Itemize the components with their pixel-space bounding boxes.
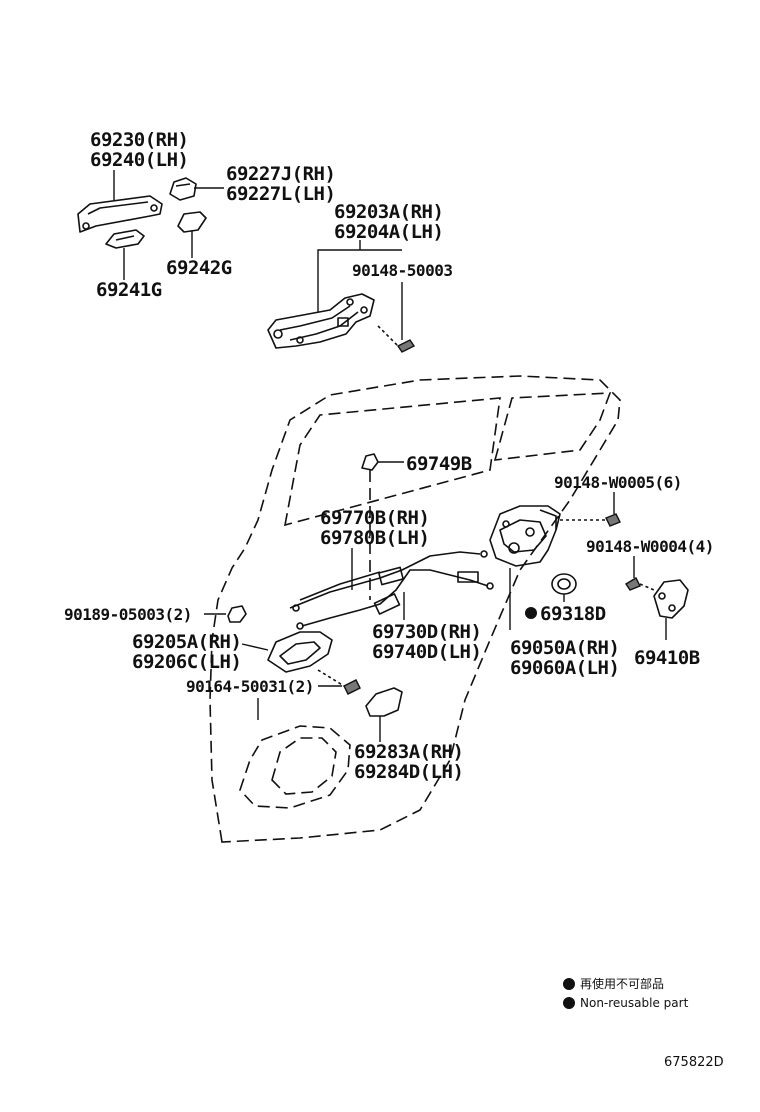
outside-door-handle	[77, 195, 163, 233]
screw-90148-50003	[377, 325, 416, 353]
handle-frame	[267, 293, 375, 349]
label-69050a: 69050A(RH)	[510, 637, 619, 659]
legend-dot-en	[563, 997, 575, 1009]
leader-69203a	[317, 249, 402, 312]
label-90189: 90189-05003(2)	[64, 605, 192, 624]
handle-bezel	[365, 687, 403, 717]
door-lock-cables	[289, 550, 494, 630]
handle-cap	[169, 177, 197, 201]
label-69240: 69240(LH)	[90, 149, 188, 171]
screw-90148-w0005	[560, 513, 621, 527]
inside-door-handle	[267, 631, 333, 673]
door-lock-assembly	[489, 505, 561, 567]
label-69318d: 69318D	[540, 603, 606, 625]
label-69242g: 69242G	[166, 257, 232, 279]
non-reusable-mark	[525, 607, 537, 619]
label-90164: 90164-50031(2)	[186, 677, 314, 696]
label-69780b: 69780B(LH)	[320, 527, 429, 549]
label-69410b: 69410B	[634, 647, 700, 669]
label-69730d: 69730D(RH)	[372, 621, 481, 643]
label-69770b: 69770B(RH)	[320, 507, 429, 529]
label-69284d: 69284D(LH)	[354, 761, 463, 783]
washer-69318d	[551, 573, 577, 595]
legend-jp: 再使用不可部品	[580, 976, 664, 991]
legend-dot-jp	[563, 978, 575, 990]
door-outline	[209, 375, 621, 843]
screw-90148-w0004	[625, 577, 655, 591]
diagram-code: 675822D	[664, 1055, 724, 1070]
label-69203a: 69203A(RH)	[334, 201, 443, 223]
label-69205a: 69205A(RH)	[132, 631, 241, 653]
label-69230: 69230(RH)	[90, 129, 188, 151]
label-90148-50003: 90148-50003	[352, 261, 452, 280]
label-69241g: 69241G	[96, 279, 162, 301]
label-90148-w0004: 90148-W0004(4)	[586, 537, 714, 556]
leader-69205a	[241, 643, 269, 651]
clip-69749b	[361, 453, 379, 471]
label-69227j: 69227J(RH)	[226, 163, 335, 185]
handle-pad	[105, 229, 145, 249]
label-69204a: 69204A(LH)	[334, 221, 443, 243]
label-69740d: 69740D(LH)	[372, 641, 481, 663]
legend-en: Non-reusable part	[580, 996, 689, 1010]
screw-90164-50031	[317, 669, 361, 695]
label-69283a: 69283A(RH)	[354, 741, 463, 763]
label-69749b: 69749B	[406, 453, 472, 475]
cap-pad	[177, 211, 207, 233]
label-69206c: 69206C(LH)	[132, 651, 241, 673]
door-striker	[653, 579, 689, 619]
label-90148-w0005: 90148-W0005(6)	[554, 473, 682, 492]
label-69227l: 69227L(LH)	[226, 183, 335, 205]
label-69060a: 69060A(LH)	[510, 657, 619, 679]
clip-90189-05003	[227, 605, 247, 623]
